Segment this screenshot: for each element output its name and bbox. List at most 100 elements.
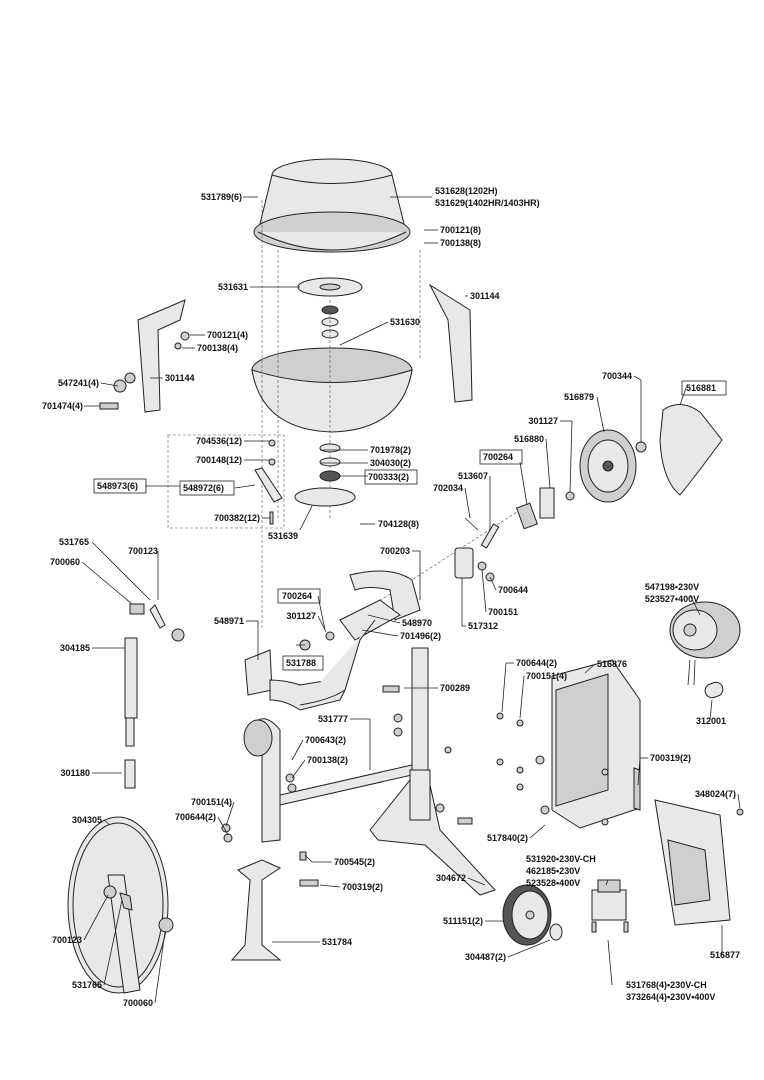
- base-frame: [369, 769, 496, 896]
- label-700289: 700289: [440, 683, 470, 693]
- label-548971: 548971: [214, 616, 244, 626]
- label-547241: 547241(4): [58, 378, 99, 388]
- label-531765-b: 531765: [72, 980, 102, 990]
- switch-box: [591, 879, 629, 933]
- label-511151: 511151(2): [443, 916, 483, 926]
- label-700151-a: 700151: [488, 607, 518, 617]
- label-700644-c: 700644(2): [175, 812, 216, 822]
- capacitor: [704, 681, 724, 699]
- label-700643: 700643(2): [305, 735, 346, 745]
- label-700644-a: 700644: [498, 585, 528, 595]
- label-516879: 516879: [564, 392, 594, 402]
- label-702034: 702034: [433, 483, 463, 493]
- label-700123-b: 700123: [52, 935, 82, 945]
- handle-bracket-parts: [124, 603, 185, 789]
- label-304487: 304487(2): [465, 952, 506, 962]
- label-531765-a: 531765: [59, 537, 89, 547]
- label-531788: 531788: [286, 658, 316, 668]
- boxed-label-frames: [93, 380, 727, 671]
- label-700333: 700333(2): [368, 472, 409, 482]
- label-517312: 517312: [468, 621, 498, 631]
- label-312001: 312001: [696, 716, 726, 726]
- label-516881: 516881: [686, 383, 716, 393]
- label-348024: 348024(7): [695, 789, 736, 799]
- label-531628: 531628(1202H): [435, 186, 498, 196]
- fastener-set: [221, 685, 473, 887]
- label-523528: 523528•400V: [526, 878, 580, 888]
- label-304305: 304305: [72, 815, 102, 825]
- label-531784: 531784: [322, 937, 352, 947]
- label-700138-8: 700138(8): [440, 238, 481, 248]
- label-700264-a: 700264: [483, 452, 513, 462]
- drum-gasket-plate: [297, 277, 363, 297]
- mixing-paddle-right: [428, 283, 473, 403]
- label-704128: 704128(8): [378, 519, 419, 529]
- label-704536: 704536(12): [196, 436, 242, 446]
- assembly-guide-lines: [261, 200, 521, 630]
- wheel-part: [502, 884, 563, 946]
- label-301127-a: 301127: [528, 416, 558, 426]
- label-700319-a: 700319(2): [650, 753, 691, 763]
- label-513607: 513607: [458, 471, 488, 481]
- label-700138-4: 700138(4): [197, 343, 238, 353]
- label-531631: 531631: [218, 282, 248, 292]
- electric-motor: [669, 601, 741, 686]
- label-700123-a: 700123: [128, 546, 158, 556]
- label-531639: 531639: [268, 531, 298, 541]
- label-304030: 304030(2): [370, 458, 411, 468]
- label-301127-b: 301127: [286, 611, 316, 621]
- label-531789: 531789(6): [201, 192, 242, 202]
- drum-yoke-frame: [243, 619, 429, 843]
- label-462185: 462185•230V: [526, 866, 580, 876]
- housing-cover: [654, 799, 744, 926]
- label-700060-b: 700060: [123, 998, 153, 1008]
- label-700148: 700148(12): [196, 455, 242, 465]
- label-700382: 700382(12): [214, 513, 260, 523]
- motor-housing: [496, 659, 641, 829]
- bolt-nut-left: [99, 331, 190, 410]
- label-516876: 516876: [597, 659, 627, 669]
- hand-wheel: [67, 816, 174, 994]
- drum-bowl-part: [251, 347, 413, 433]
- label-701978: 701978(2): [370, 445, 411, 455]
- label-301180: 301180: [60, 768, 90, 778]
- label-304185: 304185: [60, 643, 90, 653]
- label-531920: 531920•230V-CH: [526, 854, 596, 864]
- label-301144-left: 301144: [165, 373, 195, 383]
- drum-top-part: [253, 158, 411, 253]
- label-516877: 516877: [710, 950, 740, 960]
- label-700151-b: 700151(4): [526, 671, 567, 681]
- leader-lines: [81, 196, 741, 1004]
- label-700203: 700203: [380, 546, 410, 556]
- label-301144-right: 301144: [470, 291, 500, 301]
- label-548972: 548972(6): [183, 483, 224, 493]
- support-leg: [230, 859, 282, 961]
- label-700121-4: 700121(4): [207, 330, 248, 340]
- label-700151-c: 700151(4): [191, 797, 232, 807]
- label-547198: 547198•230V: [645, 582, 699, 592]
- drive-belt: [659, 404, 723, 496]
- lower-bearing-stack: [294, 443, 356, 507]
- mixing-paddle-left: [137, 299, 186, 413]
- blade-kit-parts: [254, 439, 283, 525]
- label-700319-b: 700319(2): [342, 882, 383, 892]
- label-531629: 531629(1402HR/1403HR): [435, 198, 540, 208]
- blade-kit-group-box: [167, 434, 285, 529]
- label-700138-2: 700138(2): [307, 755, 348, 765]
- label-548970: 548970: [402, 618, 432, 628]
- drive-shaft-parts: [464, 487, 575, 549]
- label-700644-b: 700644(2): [516, 658, 557, 668]
- part-number-labels: 531789(6) 531628(1202H) 531629(1402HR/14…: [42, 186, 740, 1008]
- label-517840: 517840(2): [487, 833, 528, 843]
- label-531768: 531768(4)•230V-CH: [626, 980, 707, 990]
- label-700545: 700545(2): [334, 857, 375, 867]
- label-516880: 516880: [514, 434, 544, 444]
- label-304672: 304672: [436, 873, 466, 883]
- label-701496: 701496(2): [400, 631, 441, 641]
- pulley-wheel: [579, 429, 647, 503]
- label-373264: 373264(4)•230V•400V: [626, 992, 715, 1002]
- label-700060-a: 700060: [50, 557, 80, 567]
- label-548973: 548973(6): [97, 481, 138, 491]
- label-700344: 700344: [602, 371, 632, 381]
